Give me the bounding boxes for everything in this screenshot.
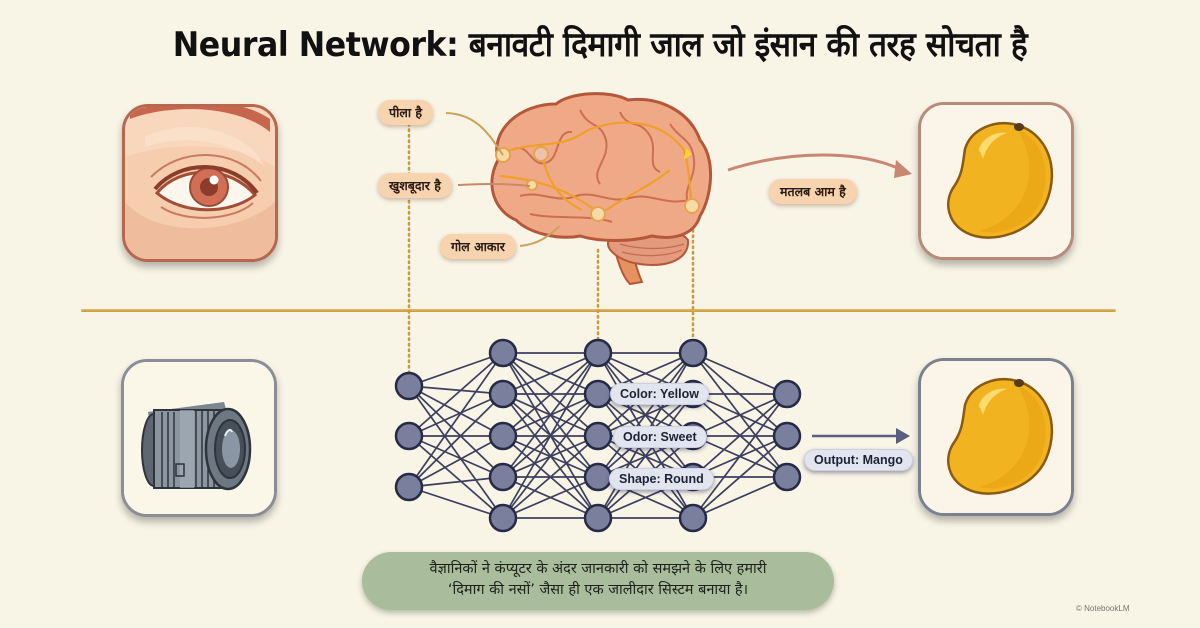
network-node-layer-4 bbox=[772, 379, 802, 409]
brain-neuron-nodes bbox=[495, 146, 700, 222]
watermark: © NotebookLM bbox=[1076, 604, 1130, 613]
mango-result-panel-top bbox=[918, 102, 1074, 260]
result-arrow-top bbox=[727, 153, 912, 178]
network-node-layer-4 bbox=[772, 462, 802, 492]
camera-lens-icon bbox=[124, 362, 274, 514]
brain-icon bbox=[490, 92, 712, 286]
feature-label-odor: Odor: Sweet bbox=[613, 426, 707, 448]
camera-lens-panel bbox=[121, 359, 277, 517]
caption-line-2: ‘दिमाग की नसों’ जैसा ही एक जालीदार सिस्ट… bbox=[447, 582, 749, 598]
network-node-layer-2 bbox=[583, 421, 613, 451]
mango-icon bbox=[921, 361, 1071, 513]
network-node-layer-1 bbox=[488, 338, 518, 368]
network-node-layer-2 bbox=[583, 462, 613, 492]
network-node-layer-1 bbox=[488, 462, 518, 492]
network-node-layer-1 bbox=[488, 503, 518, 533]
network-node-layer-3 bbox=[678, 338, 708, 368]
feature-label-color: Color: Yellow bbox=[610, 383, 709, 405]
network-node-layer-1 bbox=[488, 379, 518, 409]
network-node-layer-1 bbox=[488, 421, 518, 451]
caption-box: वैज्ञानिकों ने कंप्यूटर के अंदर जानकारी … bbox=[362, 552, 834, 610]
network-node-layer-2 bbox=[583, 338, 613, 368]
network-node-layer-3 bbox=[678, 503, 708, 533]
network-node-layer-2 bbox=[583, 379, 613, 409]
feature-label-yellow-hindi: पीला है bbox=[378, 100, 434, 125]
result-arrow-bottom bbox=[812, 428, 910, 444]
result-label-output: Output: Mango bbox=[804, 449, 913, 471]
mango-icon bbox=[921, 105, 1071, 257]
network-node-layer-0 bbox=[394, 371, 424, 401]
mango-result-panel-bottom bbox=[918, 358, 1074, 516]
caption-line-1: वैज्ञानिकों ने कंप्यूटर के अंदर जानकारी … bbox=[429, 561, 767, 577]
feature-label-fragrant-hindi: खुशबूदार है bbox=[378, 173, 452, 198]
feature-connector-lines bbox=[445, 112, 561, 247]
network-node-layer-0 bbox=[394, 421, 424, 451]
eye-panel bbox=[122, 104, 278, 262]
feature-label-shape: Shape: Round bbox=[609, 468, 714, 490]
feature-label-round-hindi: गोल आकार bbox=[440, 234, 516, 259]
network-connections bbox=[408, 352, 788, 519]
eye-icon bbox=[125, 107, 275, 259]
result-label-hindi: मतलब आम है bbox=[769, 179, 857, 204]
network-node-layer-0 bbox=[394, 472, 424, 502]
page-title: Neural Network: बनावटी दिमागी जाल जो इंस… bbox=[172, 25, 1028, 65]
network-node-layer-4 bbox=[772, 421, 802, 451]
network-node-layer-2 bbox=[583, 503, 613, 533]
dotted-connectors bbox=[407, 122, 695, 374]
